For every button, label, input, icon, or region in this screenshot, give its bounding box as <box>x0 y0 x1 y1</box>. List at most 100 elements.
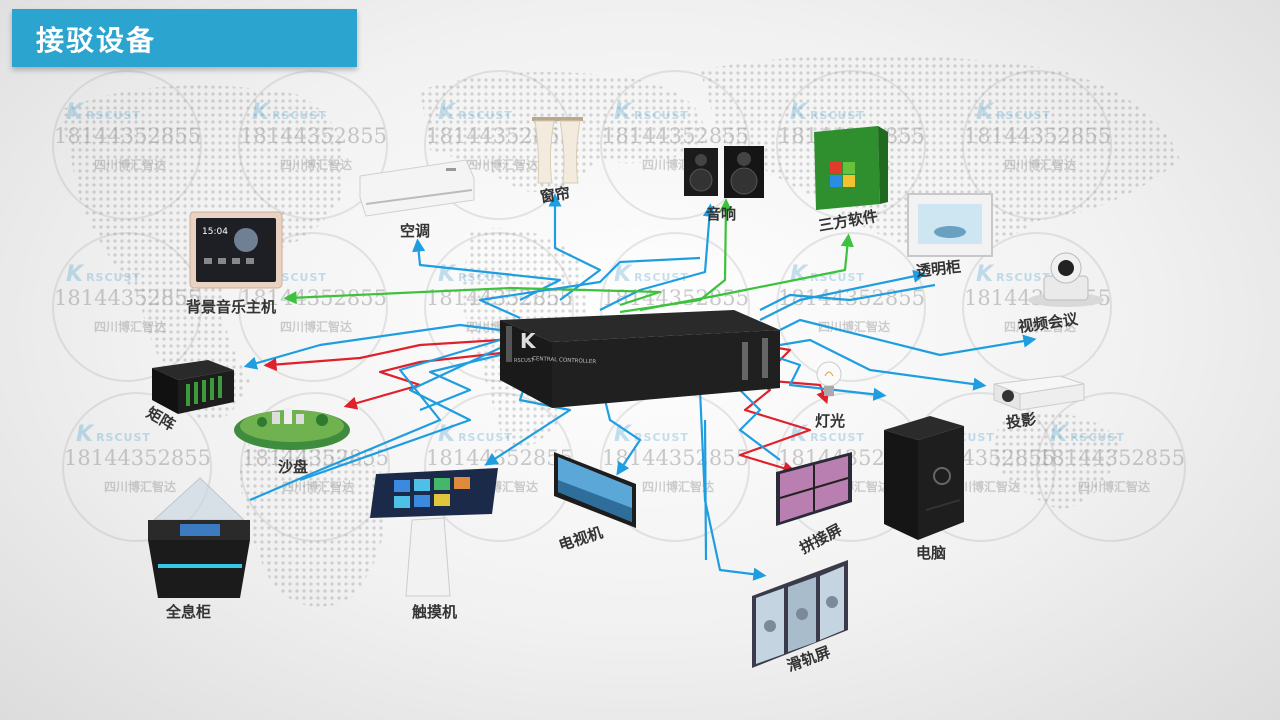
watermark-logo-text: RSCUST <box>96 431 151 444</box>
watermark-company: 四川博汇智达 <box>466 158 539 172</box>
line-slide <box>698 389 767 581</box>
watermark-company: 四川博汇智达 <box>642 480 715 494</box>
device-label-ac: 空调 <box>400 222 431 240</box>
central-controller: K RSCUST CENTRAL CONTROLLER <box>500 310 780 408</box>
watermark-company: 四川博汇智达 <box>280 320 353 334</box>
touch-kiosk-icon <box>370 468 498 597</box>
watermark-company: 四川博汇智达 <box>282 480 355 494</box>
device-label-sand-table: 沙盘 <box>278 458 309 476</box>
watermark-logo-k: K <box>976 262 995 287</box>
line-transparent <box>759 269 927 321</box>
watermark-logo-text: RSCUST <box>634 431 689 444</box>
watermark-logo-text: RSCUST <box>1070 431 1125 444</box>
light-bulb-icon <box>816 361 842 396</box>
device-label-light: 灯光 <box>815 412 846 430</box>
watermark-logo-k: K <box>614 100 633 125</box>
air-conditioner-icon <box>359 159 475 217</box>
line-up-4 <box>759 283 936 311</box>
watermark-phone: 18144352855 <box>602 286 749 310</box>
matrix-switcher-icon <box>152 360 234 414</box>
computer-tower-icon <box>884 416 964 540</box>
watermark-company: 四川博汇智达 <box>818 320 891 334</box>
watermark-logo-text: RSCUST <box>272 109 327 122</box>
watermark-phone: 18144352855 <box>426 446 573 470</box>
watermark-phone: 18144352855 <box>54 286 201 310</box>
device-label-computer: 电脑 <box>916 544 947 562</box>
watermark-logo-text: RSCUST <box>810 109 865 122</box>
watermark-logo-k: K <box>976 100 995 125</box>
watermark-company: 四川博汇智达 <box>94 320 167 334</box>
projector-icon <box>993 375 1085 411</box>
line-splice-blue <box>729 379 781 461</box>
sand-table-icon <box>234 408 350 450</box>
watermark-logo-text: RSCUST <box>458 109 513 122</box>
watermark-phone: 18144352855 <box>1038 446 1185 470</box>
watermark-company: 四川博汇智达 <box>280 158 353 172</box>
watermark-logo-k: K <box>252 100 271 125</box>
music-host-panel-icon: 15:04 <box>189 211 283 289</box>
watermark-logo-k: K <box>1050 422 1069 447</box>
device-label-music-host: 背景音乐主机 <box>186 298 277 316</box>
device-label-speaker: 音响 <box>706 205 737 223</box>
line-up-3 <box>478 256 701 320</box>
watermark-company: 四川博汇智达 <box>104 480 177 494</box>
controller-brand-small: RSCUST <box>514 358 535 364</box>
line-left-2 <box>299 347 501 482</box>
watermark-company: 四川博汇智达 <box>94 158 167 172</box>
watermark-phone: 18144352855 <box>964 124 1111 148</box>
line-sand-red <box>343 350 511 410</box>
watermark-phone: 18144352855 <box>64 446 211 470</box>
line-conf <box>779 318 1037 357</box>
video-conference-camera-icon <box>1028 252 1104 307</box>
splice-screen-icon <box>776 452 852 526</box>
watermark-logo-k: K <box>790 100 809 125</box>
slide-rail-screen-icon <box>752 560 848 668</box>
watermark-logo-k: K <box>438 422 457 447</box>
watermark-logo-text: RSCUST <box>458 431 513 444</box>
watermark-logo-k: K <box>66 100 85 125</box>
watermark-company: 四川博汇智达 <box>948 480 1021 494</box>
watermark-logo-text: RSCUST <box>86 271 141 284</box>
page-title-bar: 接驳设备 <box>12 9 357 67</box>
tv-icon <box>554 452 636 528</box>
watermark-logo-text: RSCUST <box>996 271 1051 284</box>
speaker-icon <box>684 146 764 198</box>
watermark-logo-k: K <box>614 262 633 287</box>
controller-model: CENTRAL CONTROLLER <box>532 356 597 365</box>
device-label-projector: 投影 <box>1004 409 1038 432</box>
watermark-logo-k: K <box>614 422 633 447</box>
watermark-phone: 18144352855 <box>602 124 749 148</box>
transparent-cabinet-icon <box>907 193 993 257</box>
line-computer <box>769 353 887 401</box>
watermark-logo-k: K <box>438 100 457 125</box>
line-hologram <box>249 338 501 502</box>
line-music <box>283 286 662 307</box>
line-software-b <box>619 198 733 314</box>
watermark-logo-text: RSCUST <box>272 271 327 284</box>
watermark-logo-text: RSCUST <box>634 109 689 122</box>
hologram-cabinet-icon <box>148 477 250 598</box>
page-title: 接驳设备 <box>36 24 157 57</box>
watermark-logo-text: RSCUST <box>810 431 865 444</box>
line-bottom-2 <box>703 419 708 561</box>
watermark-logo-text: RSCUST <box>86 109 141 122</box>
line-matrix-red <box>263 338 501 372</box>
watermark-logo-k: K <box>66 262 85 287</box>
watermark-phone: 18144352855 <box>240 124 387 148</box>
